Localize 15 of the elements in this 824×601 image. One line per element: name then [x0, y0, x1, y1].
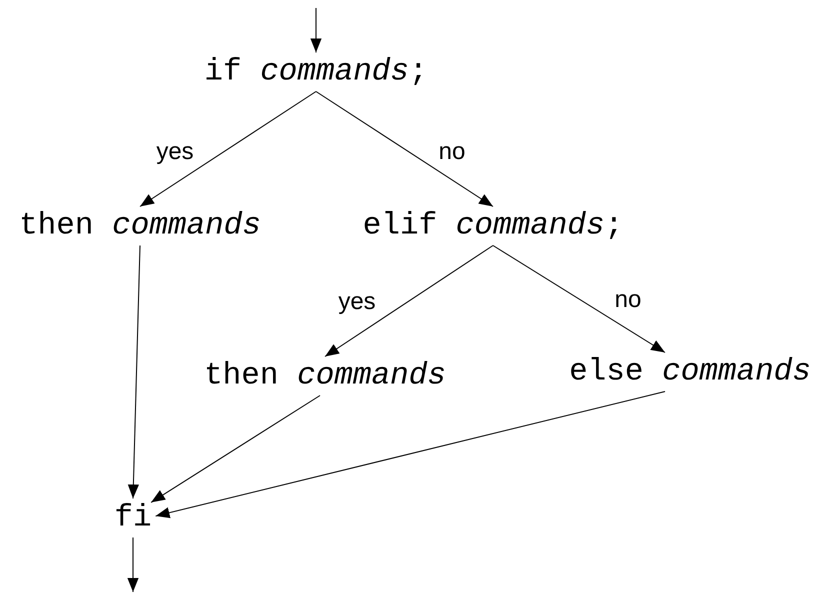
code-text: then commands [19, 208, 261, 244]
code-text: then commands [204, 358, 446, 394]
arrow [324, 245, 494, 357]
code-text: elif commands; [362, 208, 624, 244]
arrow [128, 245, 140, 499]
arrow [127, 537, 139, 592]
arrow [492, 245, 666, 353]
code-text: if commands; [204, 54, 428, 90]
arrow [310, 8, 322, 53]
code-text: else commands [569, 354, 811, 390]
arrow [140, 91, 316, 207]
code-text: fi [114, 500, 152, 536]
arrow [316, 91, 494, 207]
arrow [155, 391, 666, 518]
arrow [150, 395, 320, 503]
